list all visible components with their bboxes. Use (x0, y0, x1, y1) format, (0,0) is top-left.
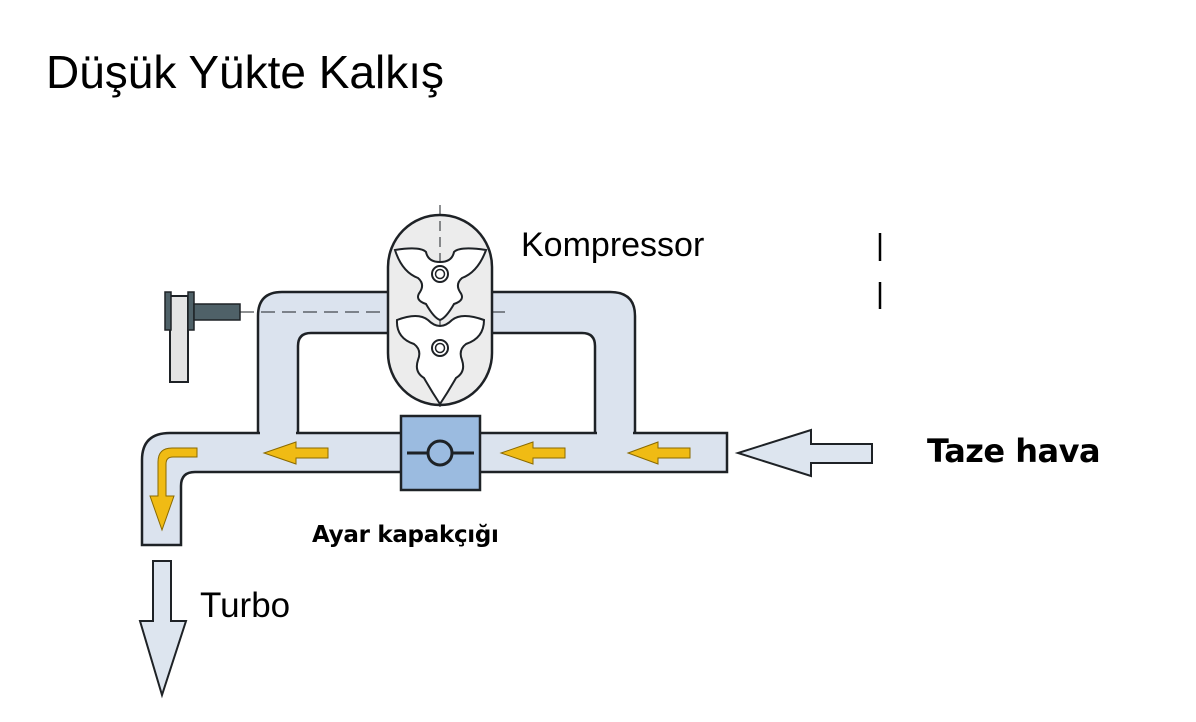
turbo-label: Turbo (200, 586, 291, 625)
fresh-air-label: Taze hava (927, 432, 1101, 470)
compressor (386, 205, 494, 412)
compressor-label: Kompressor (521, 226, 705, 264)
flow-arrow-1 (626, 441, 691, 465)
flow-arrow-3 (262, 441, 329, 465)
page-title: Düşük Yükte Kalkış (46, 46, 445, 98)
control-flap-label: Ayar kapakçığı (312, 522, 499, 548)
fresh-air-arrow (734, 428, 873, 478)
turbo-arrow (138, 560, 188, 699)
upper-rotor (393, 247, 488, 322)
lower-rotor (395, 315, 486, 406)
flow-arrow-2 (499, 441, 566, 465)
control-flap-valve (399, 414, 482, 492)
flow-arrows (149, 441, 691, 532)
drive-shaft (164, 291, 241, 383)
flow-arrow-elbow (149, 447, 198, 532)
